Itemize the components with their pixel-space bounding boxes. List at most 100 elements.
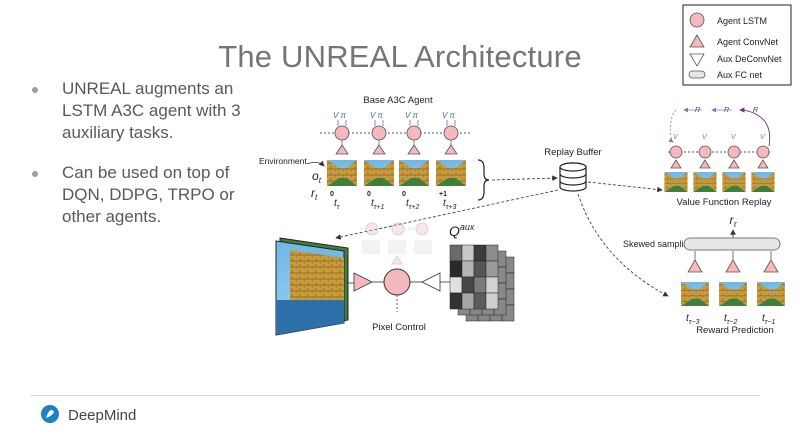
reward-convnet [687, 259, 703, 273]
agent-convnet [444, 144, 458, 155]
replay-buffer-label: Replay Buffer [544, 147, 601, 158]
brand-name: DeepMind [68, 406, 137, 424]
skewed-sampling-arrow [577, 193, 669, 297]
legend-label-convnet: Agent ConvNet [717, 37, 779, 47]
agent-lstm-cell [334, 125, 350, 141]
pixel-control-deconvnet [421, 272, 441, 292]
environment-label: Environment [259, 156, 307, 166]
slide-title: The UNREAL Architecture [218, 38, 582, 74]
vfr-lstm-cell [698, 145, 712, 159]
time-step-label: tτ+3 [443, 198, 456, 211]
vfr-step: VR [751, 107, 775, 192]
time-step-label: tτ+1 [371, 198, 384, 211]
value-policy-output: V π [442, 111, 456, 120]
agent-convnet [407, 144, 421, 155]
vfr-value-label: V [702, 134, 708, 141]
agent-convnet [335, 144, 349, 155]
time-step-label: tτ [334, 198, 340, 211]
reward-prediction: rτ tτ−3 tτ−2 tτ−1 Reward Prediction [681, 213, 785, 336]
reward-time-label: tτ−3 [686, 313, 699, 326]
vfr-frame [664, 172, 688, 192]
bullet-text: Can be used on top of DQN, DDPG, TRPO or… [62, 163, 235, 226]
agent-step: V π 0tτ [327, 111, 357, 211]
q-aux-label: Qaux [449, 222, 475, 239]
observation-label: ot [312, 169, 322, 185]
reward-time-label: tτ−2 [724, 313, 737, 326]
vfr-frame [693, 172, 717, 192]
frame-reward: 0 [367, 191, 371, 198]
skewed-sampling-label: Skewed sampling [623, 239, 694, 249]
deepmind-logo-icon [41, 405, 59, 423]
fc-net-icon [688, 70, 706, 79]
reward-frame [757, 282, 785, 306]
vfr-step: VR [693, 107, 717, 192]
value-policy-output: V π [333, 111, 347, 120]
reward-convnet [725, 259, 741, 273]
vfr-return-label: R [695, 107, 700, 114]
agent-lstm-cell [443, 125, 459, 141]
bullet-text: UNREAL augments an LSTM A3C agent with 3… [62, 79, 241, 142]
reward-prediction-label: Reward Prediction [696, 325, 774, 336]
legend: Agent LSTM Agent ConvNet Aux DeConvNet A… [682, 4, 792, 86]
observation-frame [327, 160, 357, 186]
base-agent-label: Base A3C Agent [363, 95, 433, 106]
aux-fc-net [683, 237, 781, 251]
vfr-return-label: R [753, 107, 758, 114]
vfr-lstm-cell [756, 145, 770, 159]
pixel-control-lstm [383, 268, 411, 296]
observation-frame [399, 160, 429, 186]
to-buffer-arrow [491, 175, 558, 181]
footer-divider [30, 395, 760, 396]
vfr-value-label: V [760, 134, 766, 141]
legend-label-fcnet: Aux FC net [717, 70, 763, 80]
agent-lstm-cell [371, 125, 387, 141]
agent-step: V π +1tτ+3 [436, 111, 466, 211]
pixel-control-label: Pixel Control [372, 322, 426, 333]
bullet-item: Can be used on top of DQN, DDPG, TRPO or… [30, 162, 250, 228]
reward-step: tτ−3 [681, 251, 709, 326]
reward-step: tτ−1 [757, 251, 785, 326]
lstm-icon [689, 12, 705, 28]
convnet-icon [689, 34, 705, 48]
reward-label: rt [311, 186, 318, 202]
to-pixel-control-arrow [335, 189, 559, 240]
vfr-step: VR [722, 107, 746, 192]
reward-step: tτ−2 [719, 251, 747, 326]
legend-label-deconvnet: Aux DeConvNet [717, 54, 782, 64]
vfr-return-label: R [724, 107, 729, 114]
deconvnet-icon [689, 53, 705, 67]
agent-convnet [372, 144, 386, 155]
frames-brace [477, 159, 490, 201]
to-vfr-arrow [587, 181, 663, 193]
reward-time-label: tτ−1 [762, 313, 775, 326]
vfr-lstm-cell [669, 145, 683, 159]
time-step-label: tτ+2 [406, 198, 419, 211]
vfr-frame [751, 172, 775, 192]
return-arrow [739, 107, 771, 147]
vfr-convnet [670, 159, 682, 169]
legend-label-lstm: Agent LSTM [717, 16, 767, 26]
vfr-lstm-cell [727, 145, 741, 159]
frame-reward: 0 [402, 191, 406, 198]
r-tau-label: rτ [730, 213, 738, 229]
reward-frame [681, 282, 709, 306]
frame-reward: +1 [439, 191, 447, 198]
value-policy-output: V π [405, 111, 419, 120]
frame-reward: 0 [330, 191, 334, 198]
vfr-value-label: V [731, 134, 737, 141]
vfr-convnet [728, 159, 740, 169]
observation-frame [436, 160, 466, 186]
vfr-convnet [757, 159, 769, 169]
q-aux-grids [449, 244, 515, 322]
pixel-control-convnet-left [353, 272, 373, 292]
pixel-control: Pixel Control Qaux [275, 222, 515, 336]
vfr-value-label: V [673, 134, 679, 141]
pixel-control-ghost-agent [360, 222, 432, 265]
bullet-dot [32, 87, 38, 93]
pixel-control-frame-stack [275, 237, 349, 336]
observation-frame [364, 160, 394, 186]
agent-lstm-cell [406, 125, 422, 141]
